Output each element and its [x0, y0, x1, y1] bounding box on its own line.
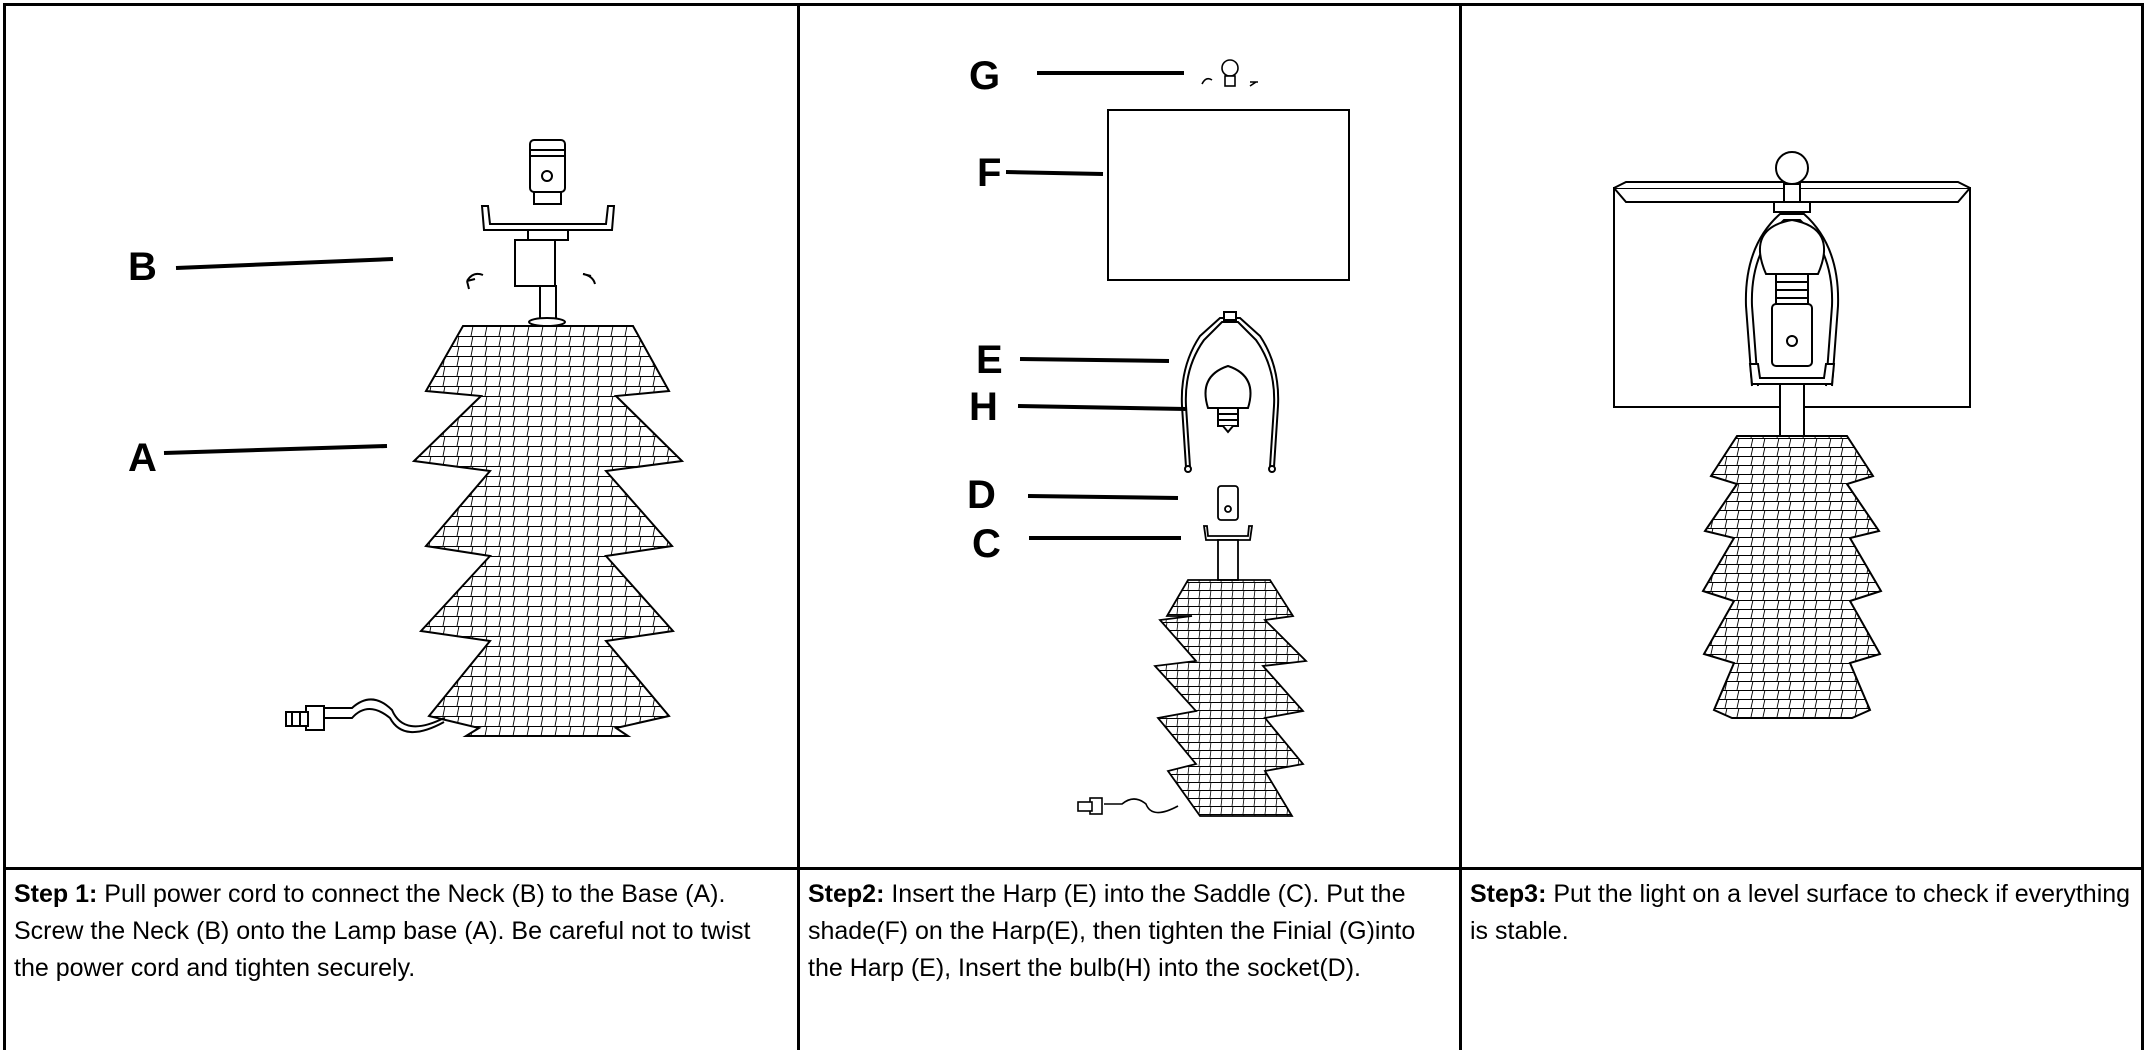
step1-illustration: B A — [128, 139, 685, 737]
step1-caption: Step 1: Pull power cord to connect the N… — [6, 872, 797, 1050]
label-h: H — [969, 385, 998, 429]
step3-title: Step3: — [1470, 880, 1547, 908]
step3-caption: Step3: Put the light on a level surface … — [1462, 872, 2144, 1050]
socket-icon — [480, 139, 616, 231]
lamp-base-icon — [1153, 579, 1308, 817]
label-a: A — [128, 436, 157, 480]
column-divider-2 — [1459, 3, 1462, 1050]
leader-b — [175, 257, 394, 270]
step1-title: Step 1: — [14, 880, 98, 908]
step1-text: Pull power cord to connect the Neck (B) … — [14, 880, 751, 982]
finial-icon — [1201, 59, 1258, 87]
finial-icon — [1773, 151, 1811, 213]
label-e: E — [976, 338, 1003, 382]
leader-e — [1019, 357, 1170, 363]
step2-diagram: G F E H — [800, 6, 1459, 867]
lamp-base-icon — [411, 325, 685, 737]
leader-a — [163, 444, 388, 455]
harp-icon — [1180, 311, 1280, 473]
bulb-icon — [1758, 218, 1826, 305]
column-divider-1 — [797, 3, 800, 1050]
label-f: F — [977, 151, 1001, 195]
label-c: C — [972, 522, 1001, 566]
neck-icon — [1779, 383, 1805, 437]
step3-text: Put the light on a level surface to chec… — [1470, 880, 2131, 945]
leader-h — [1017, 404, 1187, 411]
label-b: B — [128, 245, 157, 289]
label-d: D — [967, 473, 996, 517]
label-g: G — [969, 54, 1000, 98]
step3-illustration — [1613, 151, 1971, 719]
socket-icon — [1748, 303, 1836, 385]
power-cord-icon — [1077, 797, 1179, 815]
step2-caption: Step2: Insert the Harp (E) into the Sadd… — [800, 872, 1459, 1050]
bulb-icon — [1204, 364, 1252, 434]
lamp-shade-icon — [1107, 109, 1350, 281]
row-divider — [3, 867, 2144, 870]
step1-diagram: B A — [6, 6, 797, 867]
step2-illustration: G F E H — [967, 54, 1350, 817]
lamp-base-icon — [1701, 435, 1883, 719]
step3-diagram — [1462, 6, 2144, 867]
leader-f — [1005, 170, 1104, 176]
neck-icon — [466, 229, 596, 327]
power-cord-icon — [285, 698, 445, 734]
socket-saddle-icon — [1202, 485, 1254, 581]
step2-title: Step2: — [808, 880, 885, 908]
step2-text: Insert the Harp (E) into the Saddle (C).… — [808, 880, 1416, 982]
table-frame — [3, 3, 2144, 1050]
leader-d — [1027, 494, 1179, 500]
